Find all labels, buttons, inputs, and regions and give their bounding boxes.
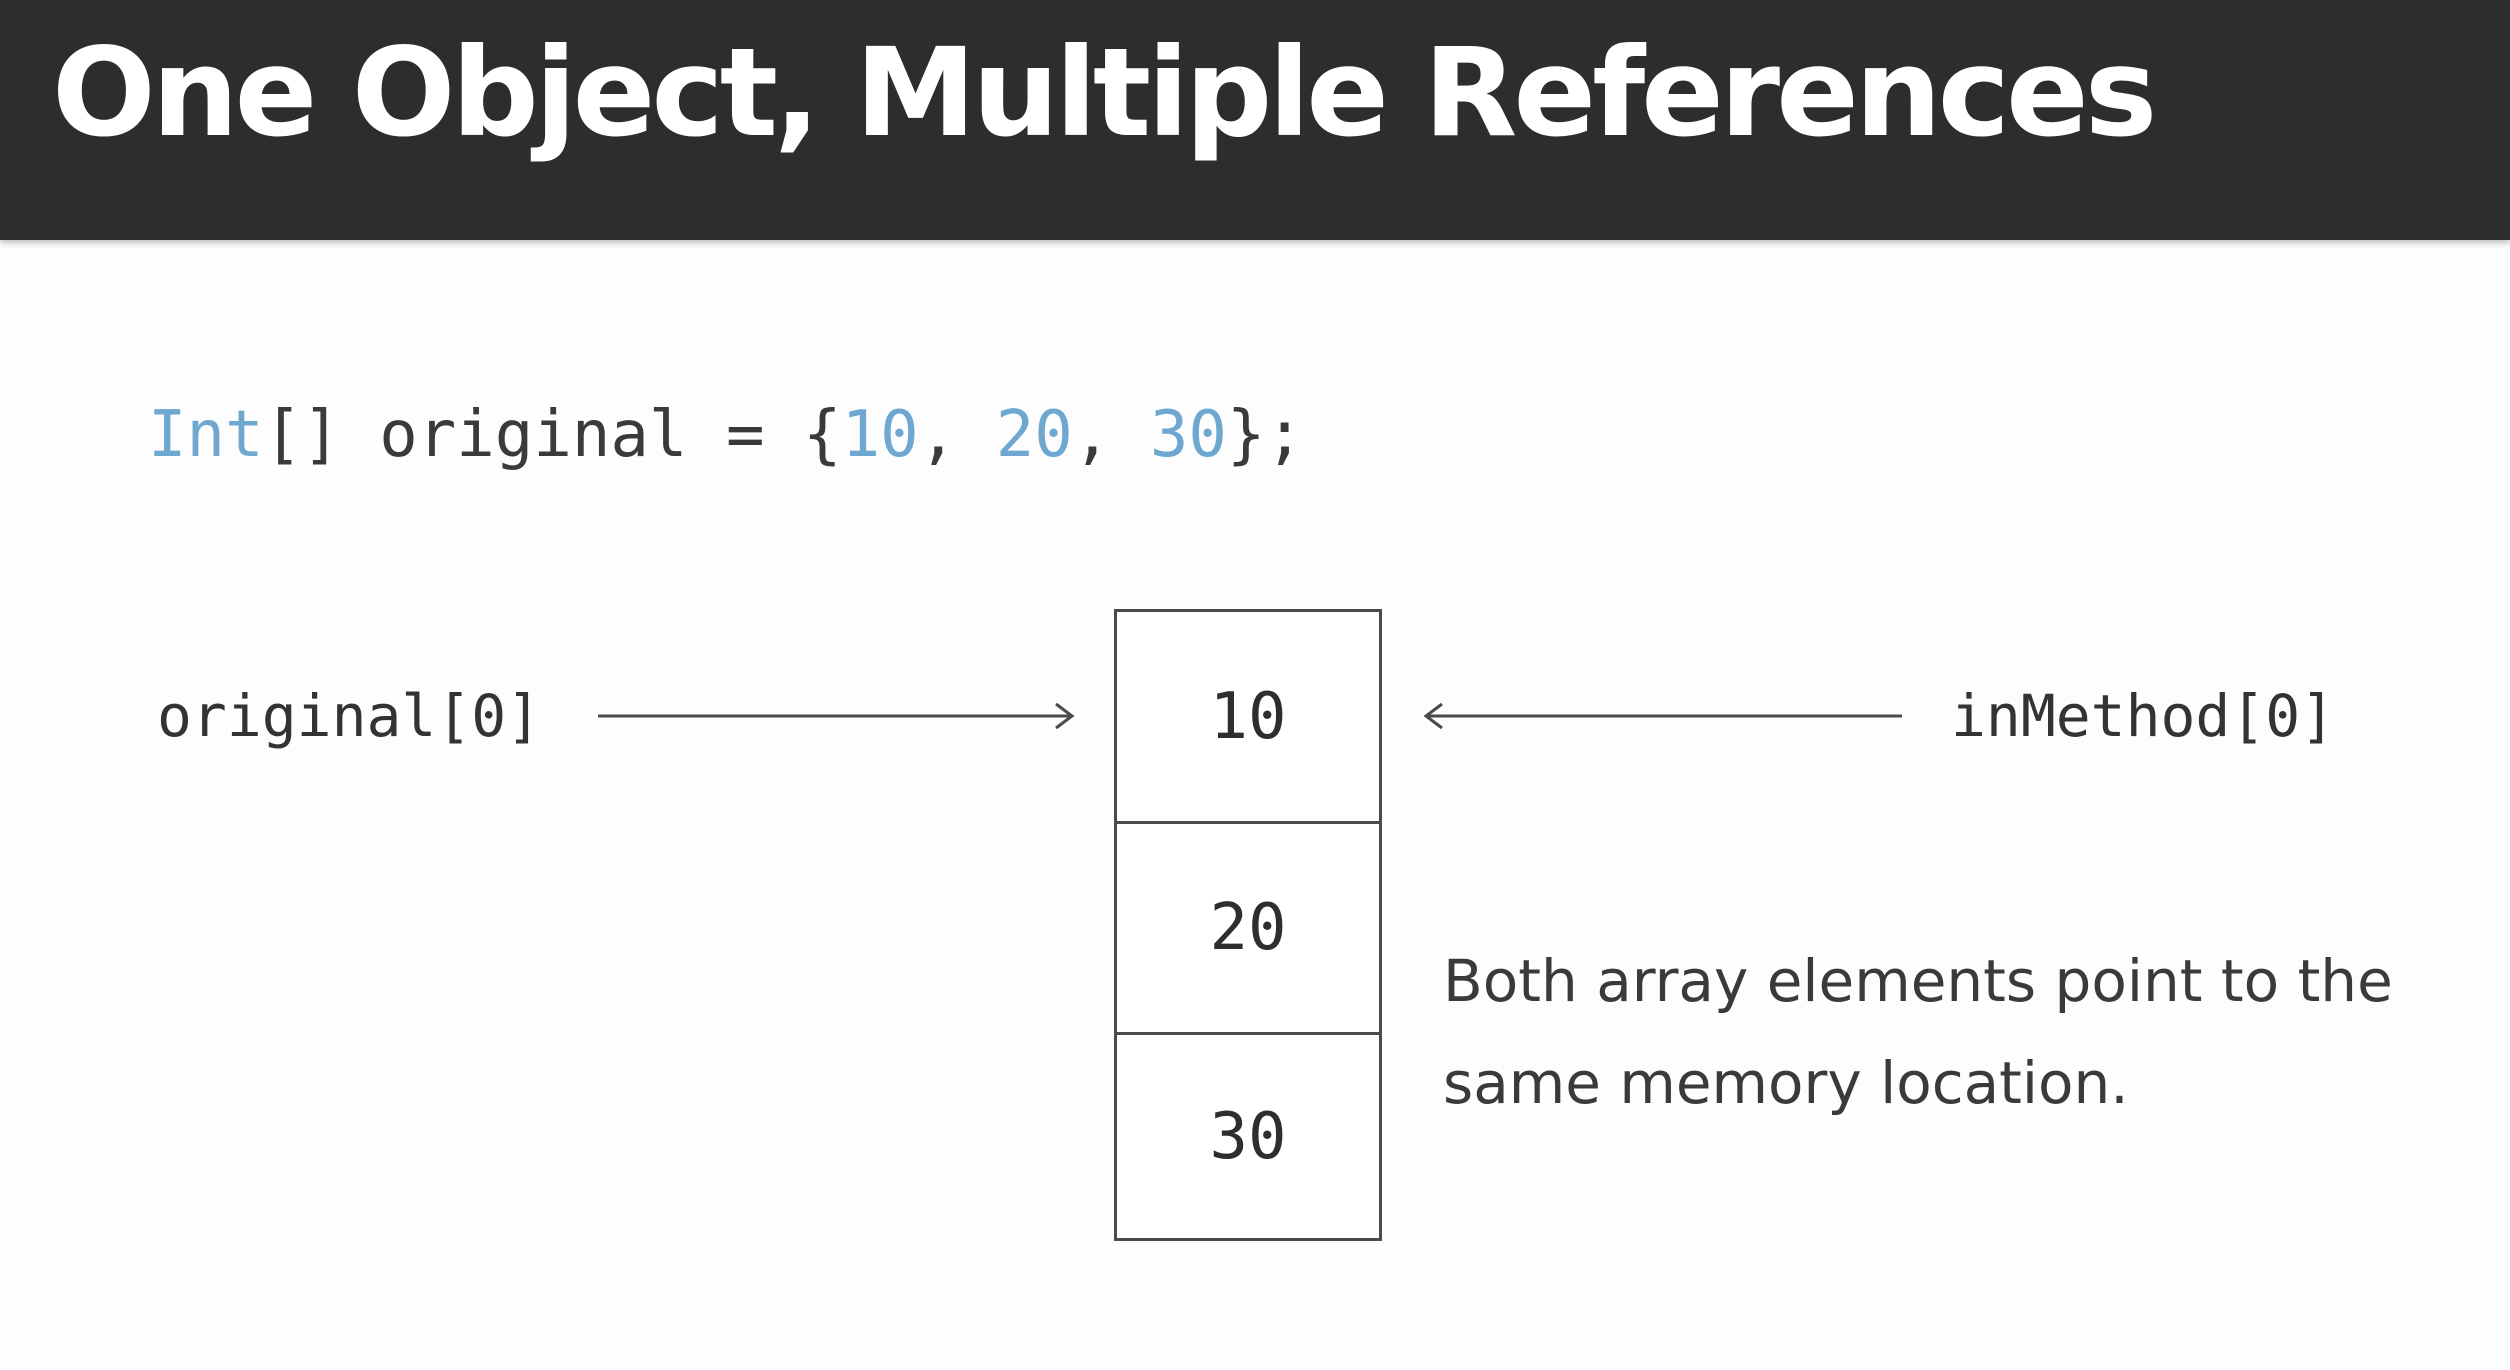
left-reference-label: original[0] [157, 682, 542, 750]
memory-location-note: Both array elements point to the same me… [1443, 947, 2393, 1117]
array-cell-2: 30 [1117, 1032, 1379, 1238]
array-cell-1: 20 [1117, 821, 1379, 1032]
right-reference-arrow [1423, 702, 1902, 730]
code-ending: }; [1226, 398, 1304, 472]
slide-title: One Object, Multiple References [52, 22, 2157, 164]
declaration-text: [] original = { [263, 398, 842, 472]
title-bar: One Object, Multiple References [0, 0, 2510, 240]
left-reference-arrow [598, 702, 1075, 730]
code-declaration: Int[] original = {10, 20, 30}; [148, 395, 1304, 475]
code-value-1: 10 [841, 398, 919, 472]
array-memory-box: 10 20 30 [1114, 609, 1382, 1241]
array-cell-0: 10 [1209, 679, 1287, 754]
type-keyword: Int [148, 398, 264, 472]
code-separator-2: , [1072, 398, 1150, 472]
code-separator-1: , [918, 398, 996, 472]
right-reference-label: inMethod[0] [1951, 682, 2336, 750]
code-value-2: 20 [995, 398, 1073, 472]
code-value-3: 30 [1149, 398, 1227, 472]
